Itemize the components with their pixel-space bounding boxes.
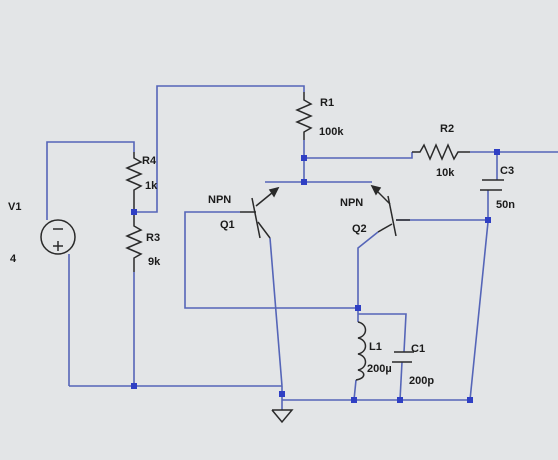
wire-q2-collector [357, 231, 379, 308]
labels: V1 4 R1 100k R2 10k R4 1k R3 9k C3 50n N… [8, 97, 515, 387]
wire-q1-base-loop [184, 211, 358, 309]
junction-ground-right [467, 397, 473, 403]
r4-symbol[interactable] [125, 152, 143, 212]
c1-name-label: C1 [411, 343, 425, 355]
c1-value-label: 200p [409, 375, 434, 387]
q2-symbol[interactable] [370, 184, 410, 237]
r1-value-label: 100k [319, 126, 344, 138]
q2-name-label: Q2 [352, 223, 367, 235]
r1-name-label: R1 [320, 97, 334, 109]
r3-symbol[interactable] [125, 212, 143, 272]
wire-l1-bottom [353, 379, 357, 401]
q1-type-label: NPN [208, 194, 231, 206]
r3-name-label: R3 [146, 232, 160, 244]
junction-ground-center [279, 391, 285, 397]
v1-value-label: 4 [10, 253, 17, 265]
c3-value-label: 50n [496, 199, 515, 211]
r4-value-label: 1k [145, 180, 158, 192]
wire-c1-bottom [399, 361, 403, 401]
wire-r1-top-loop [135, 85, 305, 213]
junction-r4-r3 [131, 209, 137, 215]
l1-name-label: L1 [369, 341, 382, 353]
wires [46, 85, 558, 410]
ground-symbol [271, 409, 294, 424]
q1-symbol[interactable] [240, 186, 280, 239]
q2-type-label: NPN [340, 197, 363, 209]
wire-node-r2 [304, 152, 413, 159]
junctions [131, 149, 500, 403]
l1-symbol[interactable] [355, 321, 367, 381]
junction-c1-bottom [397, 397, 403, 403]
r4-name-label: R4 [142, 155, 157, 167]
v1-name-label: V1 [8, 201, 21, 213]
junction-r1-node [301, 155, 307, 161]
c3-name-label: C3 [500, 165, 514, 177]
wire-c3-to-ground [469, 221, 489, 401]
r2-symbol[interactable] [412, 143, 470, 161]
c1-symbol[interactable] [392, 351, 414, 363]
c3-symbol[interactable] [480, 179, 504, 191]
q1-name-label: Q1 [220, 219, 235, 231]
wire-q1-emitter [269, 237, 283, 387]
junction-ground-left [131, 383, 137, 389]
r2-name-label: R2 [440, 123, 454, 135]
junction-tank-top [355, 305, 361, 311]
l1-value-label: 200µ [367, 363, 392, 375]
wire-c1-top [358, 313, 407, 353]
junction-collector [301, 179, 307, 185]
r3-value-label: 9k [148, 256, 161, 268]
junction-c3-top [494, 149, 500, 155]
r2-value-label: 10k [436, 167, 455, 179]
wire-v1-top [46, 141, 135, 220]
v1-symbol[interactable] [40, 219, 76, 255]
r1-symbol[interactable] [295, 92, 313, 140]
junction-q2-base [485, 217, 491, 223]
junction-l1-bottom [351, 397, 357, 403]
